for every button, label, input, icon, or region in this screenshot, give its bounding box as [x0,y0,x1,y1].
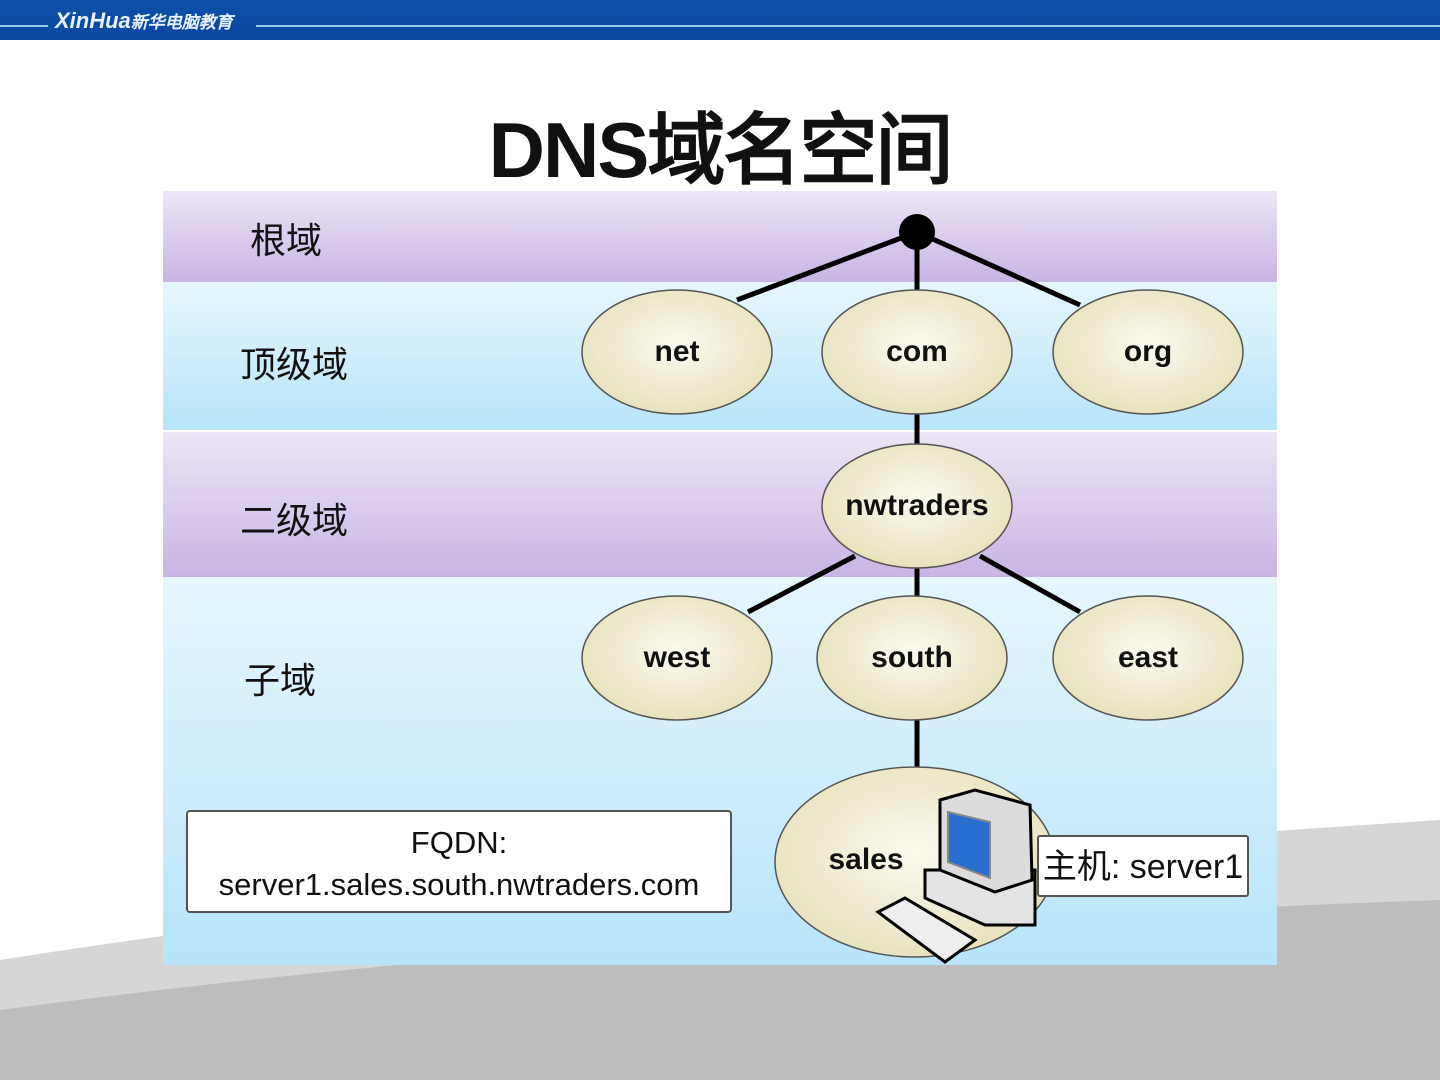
brand-cn: 新华电脑教育 [130,13,233,32]
node-east [1052,595,1244,721]
node-nwtraders [821,443,1013,569]
header-line [256,25,1440,27]
band-root [163,191,1277,282]
brand-latin: XinHua [55,8,131,33]
level-tld-label: 顶级域 [240,344,349,385]
node-sales-label: sales [828,843,904,876]
node-south-label: south [871,641,953,674]
brand-logo: XinHua新华电脑教育 [55,8,233,34]
page-title: DNS域名空间 [488,106,954,194]
node-west-label: west [643,641,711,674]
host-label: 主机: server1 [1037,835,1249,897]
edge [978,553,1082,615]
node-net [581,289,773,415]
root-node [899,214,935,250]
node-east-label: east [1117,641,1179,674]
level-root-label: 根域 [250,220,323,261]
fqdn-label: FQDN: [410,825,508,860]
band-sld [163,432,1277,577]
node-net-label: net [654,335,700,368]
level-sld-label: 二级域 [240,500,349,541]
node-south [816,595,1008,721]
node-west [581,595,773,721]
node-com-label: com [886,335,948,368]
header-bar [0,0,1440,40]
fqdn-box: FQDN: server1.sales.south.nwtraders.com [186,810,732,913]
node-org-label: org [1123,335,1173,368]
node-com [821,289,1013,415]
level-sub-label: 子域 [244,660,317,701]
computer-icon [875,788,1037,964]
edge [915,229,1082,308]
node-org [1052,289,1244,415]
edge [736,229,918,303]
node-nwtraders-label: nwtraders [845,489,989,522]
edge [746,553,857,615]
header-line [0,25,48,27]
fqdn-value: server1.sales.south.nwtraders.com [218,867,700,902]
